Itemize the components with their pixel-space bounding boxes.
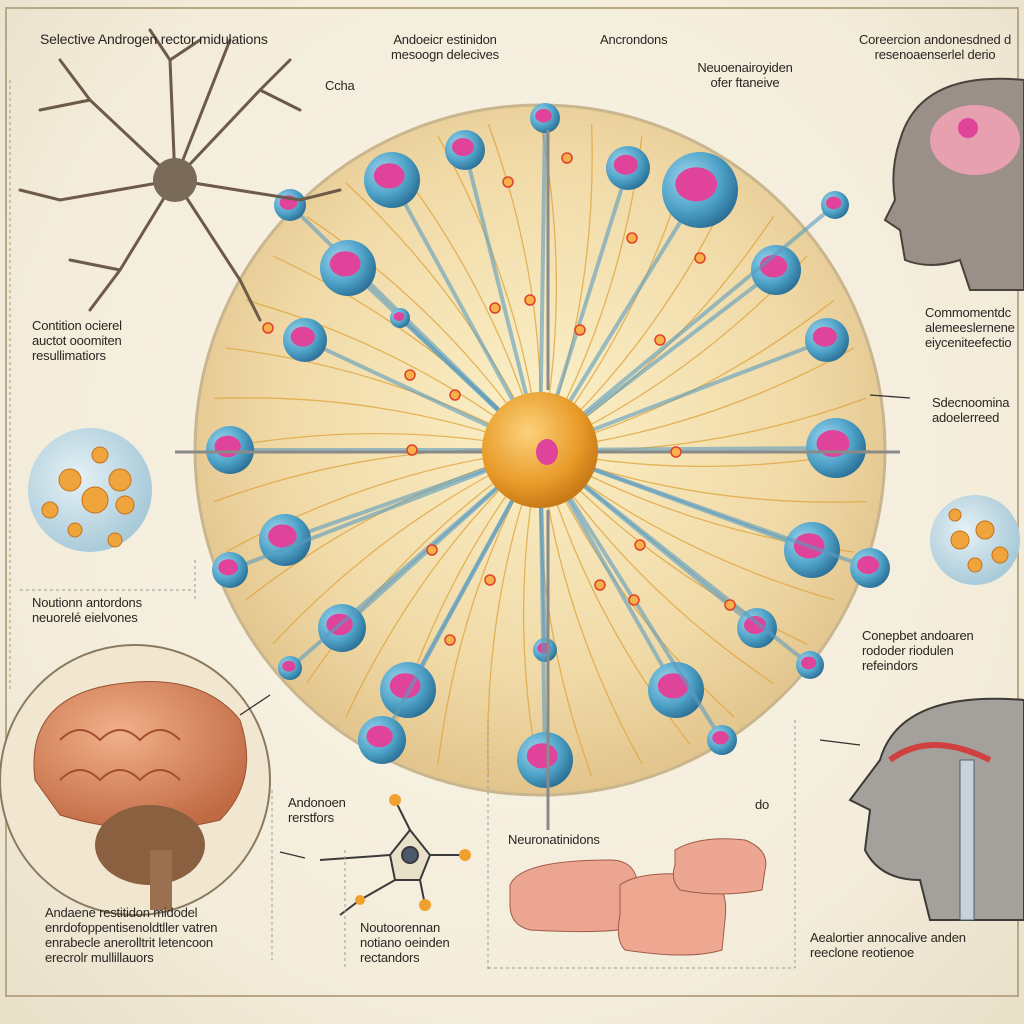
vesicle — [594, 579, 606, 591]
label-left-upper: Contition ocierel auctot ooomiten resull… — [32, 318, 122, 363]
cell-left — [28, 428, 152, 552]
label-right-upper: Commomentdc alemeeslernene eiyceniteefec… — [925, 305, 1015, 350]
label-right-mid: Sdecnoomina adoelerreed — [932, 395, 1010, 425]
vesicle — [262, 322, 274, 334]
neuron-cell — [538, 191, 849, 452]
vesicle — [634, 539, 646, 551]
label-left-lower: Noutionn antordons neuorelé eielvones — [32, 595, 142, 625]
label-bottom-right: Aealortier annocalive anden reeclone reo… — [810, 930, 966, 960]
label-top-right-neuro: Neuoenairoyiden ofer ftaneive — [697, 60, 793, 90]
label-do: do — [755, 797, 770, 812]
vesicle — [489, 302, 501, 314]
vesicle — [670, 446, 682, 458]
neuron-cell — [517, 449, 573, 788]
vesicle — [574, 324, 586, 336]
head-bottom-right — [848, 697, 1024, 921]
label-top-center-1: Andoeicr estinidon mesoogn delecives — [391, 32, 499, 62]
vesicle — [524, 294, 536, 306]
vesicle — [628, 594, 640, 606]
neuron-cell — [539, 418, 866, 478]
vesicle — [406, 444, 418, 456]
vesicle — [484, 574, 496, 586]
label-top-center-2: Ancrondons — [600, 32, 668, 47]
label-cella: Ccha — [325, 78, 355, 93]
axis-lines — [175, 130, 900, 830]
vesicle — [724, 599, 736, 611]
cell-right — [930, 495, 1020, 585]
central-soma — [482, 392, 598, 508]
label-right-lower: Conepbet andoaren rododer riodulen refei… — [862, 628, 974, 673]
vesicle — [444, 634, 456, 646]
neuron-top-left — [18, 28, 342, 322]
leader-lines — [239, 394, 911, 859]
vesicle — [449, 389, 461, 401]
label-bottom-left: Andaene restitidon midodel enrdofoppenti… — [45, 905, 218, 965]
label-bottom-mid: Noutoorennan notiano oeinden rectandors — [360, 920, 450, 965]
label-androgen-receptors: Andonoen rerstfors — [288, 795, 346, 825]
frame-border — [5, 7, 1019, 997]
molecule — [319, 794, 471, 916]
vesicle — [654, 334, 666, 346]
head-top-right — [883, 77, 1024, 291]
vesicle — [626, 232, 638, 244]
vesicle — [502, 176, 514, 188]
pills — [509, 838, 767, 956]
label-top-right: Coreercion andonesdned d resenoaenserlel… — [858, 32, 1012, 62]
neuron-cell — [539, 448, 890, 588]
vesicle — [561, 152, 573, 164]
dashed-separators — [9, 80, 796, 970]
brain-illustration — [0, 644, 271, 916]
label-neuronatinidons: Neuronatinidons — [508, 832, 600, 847]
vesicle — [694, 252, 706, 264]
vesicles — [262, 152, 736, 646]
vesicle — [404, 369, 416, 381]
diagram-title: Selective Androgen rector midulations — [40, 31, 268, 47]
vesicle — [426, 544, 438, 556]
